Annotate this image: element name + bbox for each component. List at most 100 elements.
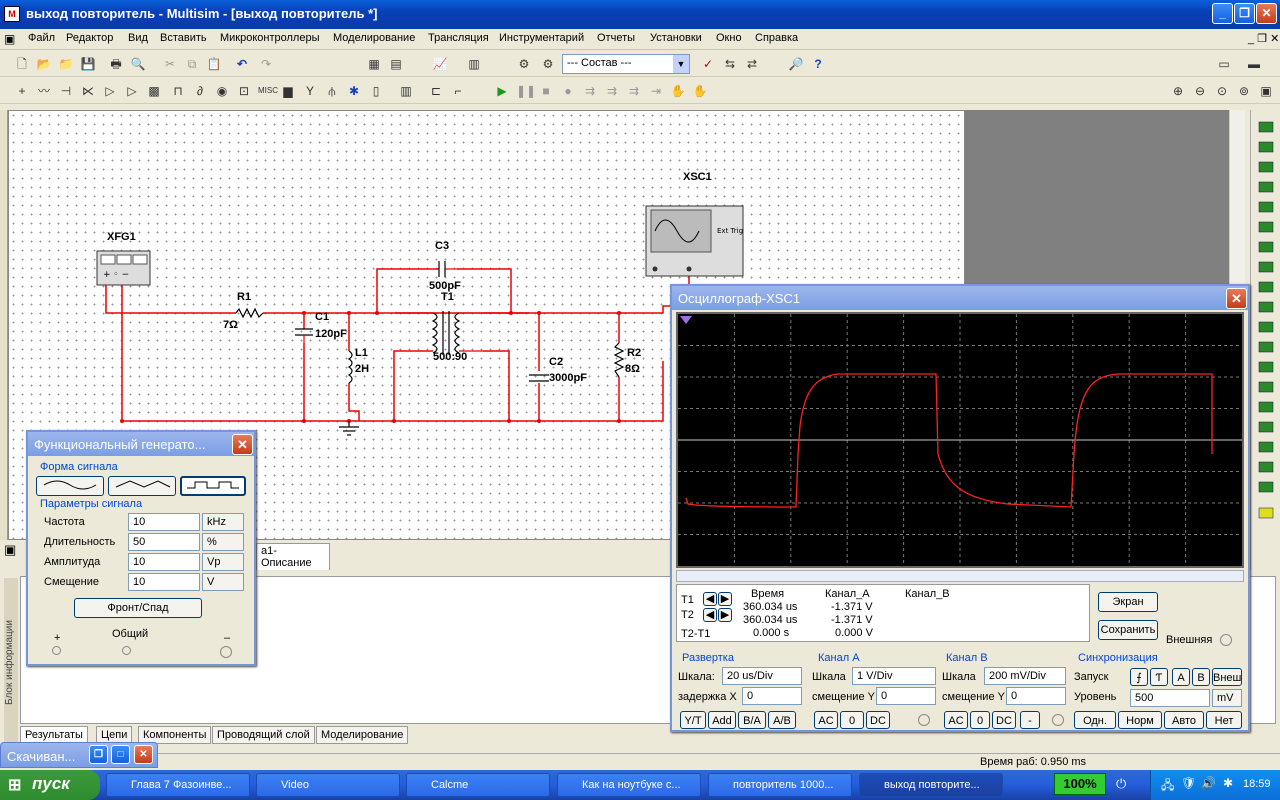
breadboard-icon[interactable]: ▭	[1218, 57, 1230, 71]
reverse-screen-button[interactable]: Экран	[1098, 592, 1158, 612]
trigger-source-ext[interactable]: Внеш	[1212, 668, 1242, 686]
menu-view[interactable]: Вид	[128, 32, 148, 44]
network-icon[interactable]: 🖧	[1161, 778, 1175, 792]
amplitude-unit[interactable]: Vp	[202, 553, 244, 571]
t1-right-arrow-icon[interactable]: ▶	[718, 592, 732, 606]
menu-help[interactable]: Справка	[755, 32, 799, 44]
diode-icon[interactable]: ⊣	[60, 84, 72, 98]
electromech-icon[interactable]: ⫛	[328, 84, 336, 98]
toggle-bp-icon[interactable]: ✋	[670, 84, 686, 98]
tab-results[interactable]: Результаты	[20, 726, 88, 744]
hierarchy-icon[interactable]: ▯	[372, 84, 380, 98]
step-into-icon[interactable]: ⇉	[606, 84, 618, 98]
falling-edge-icon[interactable]: Ƭ	[1150, 668, 1168, 686]
remove-bp-icon[interactable]: ✋	[692, 84, 708, 98]
tab-simulation[interactable]: Моделирование	[316, 726, 409, 744]
trigger-single-button[interactable]: Одн.	[1074, 711, 1116, 729]
restore-button[interactable]: ❐	[89, 745, 108, 764]
bus-icon[interactable]: ▥	[400, 84, 412, 98]
menu-edit[interactable]: Редактор	[66, 32, 114, 44]
undo-icon[interactable]: ↶	[236, 57, 248, 71]
duty-unit[interactable]: %	[202, 533, 244, 551]
trigger-level-input[interactable]: 500	[1130, 689, 1210, 707]
step-out-icon[interactable]: ⇉	[628, 84, 640, 98]
trigger-none-button[interactable]: Нет	[1206, 711, 1242, 729]
step-icon[interactable]: ⇉	[584, 84, 596, 98]
trigger-auto-button[interactable]: Авто	[1164, 711, 1204, 729]
mode-add-button[interactable]: Add	[708, 711, 736, 729]
advanced-periph-icon[interactable]: ▆	[283, 84, 293, 98]
term-common-node[interactable]	[122, 646, 131, 655]
cmos-icon[interactable]: ▩	[148, 84, 160, 98]
offset-unit[interactable]: V	[202, 573, 244, 591]
rising-edge-icon[interactable]: ⨍	[1130, 668, 1148, 686]
trigger-source-a[interactable]: A	[1172, 668, 1190, 686]
mixed-icon[interactable]: ∂	[197, 84, 203, 98]
zoom-fit-icon[interactable]: ⊚	[1238, 84, 1250, 98]
task-video[interactable]: Video	[256, 773, 400, 797]
mcu-icon[interactable]: ✱	[348, 84, 360, 98]
tab-description[interactable]: а1-Описание	[256, 543, 330, 571]
channel-b-ac-button[interactable]: AC	[944, 711, 968, 729]
in-use-list-combo[interactable]: --- Состав ---▼	[562, 54, 690, 74]
channel-b-scale-input[interactable]: 200 mV/Div	[984, 667, 1066, 685]
offset-input[interactable]: 10	[128, 573, 200, 591]
source-icon[interactable]: +	[18, 84, 26, 98]
help-icon[interactable]: ?	[814, 57, 822, 71]
menu-mcu[interactable]: Микроконтроллеры	[220, 32, 320, 44]
menu-insert[interactable]: Вставить	[160, 32, 207, 44]
funcgen-close-button[interactable]: ✕	[232, 434, 253, 455]
menu-simulate[interactable]: Моделирование	[333, 32, 416, 44]
bluetooth-icon[interactable]: ✱	[1223, 776, 1234, 790]
save-button[interactable]: Сохранить	[1098, 620, 1158, 640]
basic-icon[interactable]: 〰	[37, 84, 50, 98]
zoom-out-icon[interactable]: ⊖	[1194, 84, 1206, 98]
save-icon[interactable]: 💾	[80, 57, 96, 71]
maximize-button[interactable]: ❐	[1234, 3, 1255, 24]
download-window[interactable]: Скачиван... ❐ □ ✕	[0, 742, 158, 768]
tab-copper[interactable]: Проводящий слой	[212, 726, 315, 744]
t2-left-arrow-icon[interactable]: ◀	[703, 608, 717, 622]
close-button[interactable]: ✕	[134, 745, 153, 764]
instrument-icons[interactable]	[1251, 110, 1280, 570]
redo-icon[interactable]: ↷	[260, 57, 272, 71]
design-toolbox-icon[interactable]: ▣	[4, 542, 17, 557]
term-plus-node[interactable]	[52, 646, 61, 655]
erc-icon[interactable]: ✓	[702, 57, 714, 71]
connector-icon[interactable]: ⊏	[430, 84, 442, 98]
channel-b-dc-button[interactable]: DC	[992, 711, 1016, 729]
task-calcme[interactable]: Calcme	[406, 773, 550, 797]
run-icon[interactable]: ▶	[497, 84, 507, 98]
mode-yt-button[interactable]: Y/T	[680, 711, 706, 729]
grapher-icon[interactable]: 📈	[432, 57, 448, 71]
zoom-area-icon[interactable]: ⊙	[1216, 84, 1228, 98]
run-to-cursor-icon[interactable]: ⇥	[650, 84, 662, 98]
scope-close-button[interactable]: ✕	[1226, 288, 1247, 309]
mdi-controls[interactable]: _ ❐ ✕	[1248, 33, 1280, 45]
edge-button[interactable]: Фронт/Спад	[74, 598, 202, 618]
breakpoint-icon[interactable]: ●	[564, 84, 572, 98]
pause-icon[interactable]: ❚❚	[516, 84, 537, 98]
channel-a-dc-button[interactable]: DC	[866, 711, 890, 729]
print-icon[interactable]: 🖶	[110, 57, 122, 71]
scope-screen[interactable]	[676, 312, 1244, 568]
chevron-down-icon[interactable]: ▼	[673, 55, 689, 73]
external-trigger-node[interactable]	[1220, 634, 1232, 646]
frequency-input[interactable]: 10	[128, 513, 200, 531]
menu-tools[interactable]: Инструментарий	[499, 32, 585, 44]
analog-icon[interactable]: ▷	[105, 84, 115, 98]
transistor-icon[interactable]: ⋉	[82, 84, 94, 98]
doc-icon[interactable]: ▣	[4, 32, 16, 46]
tab-components[interactable]: Компоненты	[138, 726, 212, 744]
fullscreen-icon[interactable]: ▦	[368, 57, 380, 71]
task-browser[interactable]: Как на ноутбуке с...	[557, 773, 701, 797]
spreadsheet-icon[interactable]: ▤	[390, 57, 402, 71]
copy-icon[interactable]: ⧉	[187, 57, 197, 71]
duty-input[interactable]: 50	[128, 533, 200, 551]
triangle-wave-button[interactable]	[108, 476, 176, 496]
channel-a-node[interactable]	[918, 714, 930, 726]
channel-a-offset-input[interactable]: 0	[876, 687, 936, 705]
rf-icon[interactable]: Y	[305, 84, 314, 98]
mode-ab-button[interactable]: A/B	[768, 711, 796, 729]
channel-b-offset-input[interactable]: 0	[1006, 687, 1066, 705]
